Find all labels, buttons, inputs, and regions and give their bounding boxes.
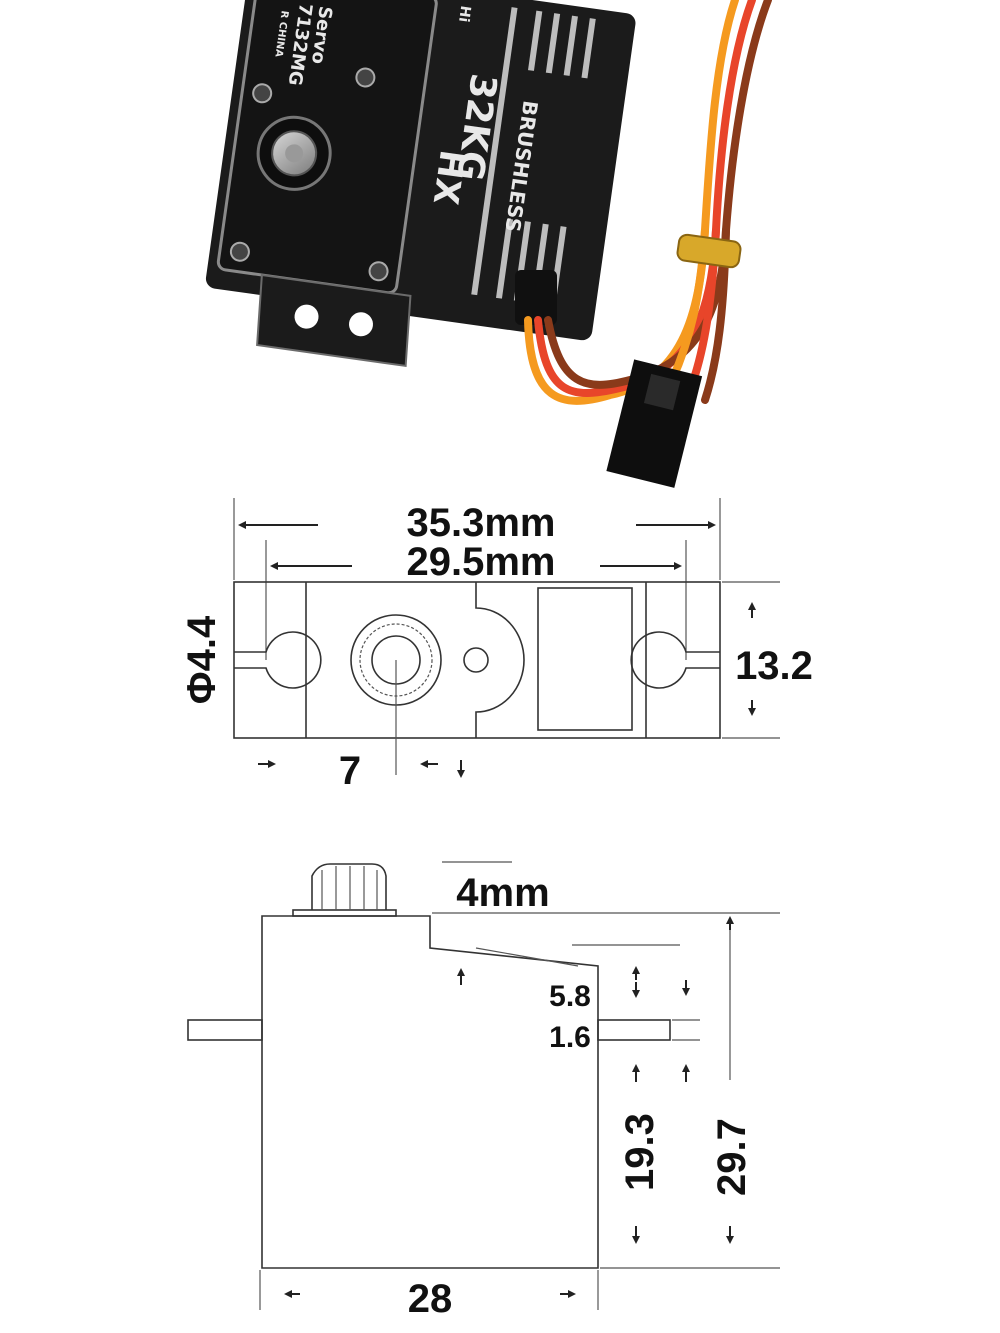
label-window xyxy=(537,587,633,731)
gear-bump xyxy=(475,582,525,738)
servo-connector xyxy=(606,359,703,488)
heat-sink-fins xyxy=(471,7,596,307)
screw-icon xyxy=(229,241,250,262)
screw-icon xyxy=(252,83,273,104)
photo-label-high: Hi xyxy=(455,5,473,24)
dim-hole-spacing: 29.5mm xyxy=(407,540,556,584)
mount-hole-right xyxy=(630,631,720,689)
wire-grommet xyxy=(515,270,557,325)
mount-hole-left xyxy=(234,631,322,689)
output-shaft-center xyxy=(285,144,304,163)
wire-clip xyxy=(676,233,742,269)
dim-tab-to-bottom: 19.3 xyxy=(618,1113,662,1191)
servo-photo: Servo 7132MG R CHINA HX 32KG BRUSHLESS H… xyxy=(205,0,772,488)
side-view-outline xyxy=(261,915,599,1269)
left-tab xyxy=(187,1019,263,1041)
mounting-hole xyxy=(348,312,373,337)
dim-body-width: 28 xyxy=(408,1277,453,1321)
mounting-hole xyxy=(294,304,319,329)
dim-overall-width: 35.3mm xyxy=(407,501,556,545)
top-view-drawing: 35.3mm 29.5mm Φ4.4 13.2 7 xyxy=(180,498,813,793)
top-view-outline xyxy=(233,581,721,739)
dim-spline-height: 4mm xyxy=(456,871,549,915)
screw-icon xyxy=(355,67,376,88)
dim-hole-diameter: Φ4.4 xyxy=(180,615,224,704)
mounting-tab xyxy=(256,273,412,368)
right-tab xyxy=(597,1019,671,1041)
dim-shaft-offset: 7 xyxy=(339,749,361,793)
dim-step-height: 5.8 xyxy=(549,980,591,1013)
dim-height: 13.2 xyxy=(735,644,813,688)
dim-tab-thickness: 1.6 xyxy=(549,1021,591,1054)
dim-total-height: 29.7 xyxy=(710,1118,754,1196)
side-view-drawing: 4mm 5.8 1.6 19.3 29.7 28 xyxy=(187,861,780,1321)
output-spline xyxy=(292,863,397,917)
screw-icon xyxy=(368,261,389,282)
photo-logo: HX xyxy=(425,148,472,208)
